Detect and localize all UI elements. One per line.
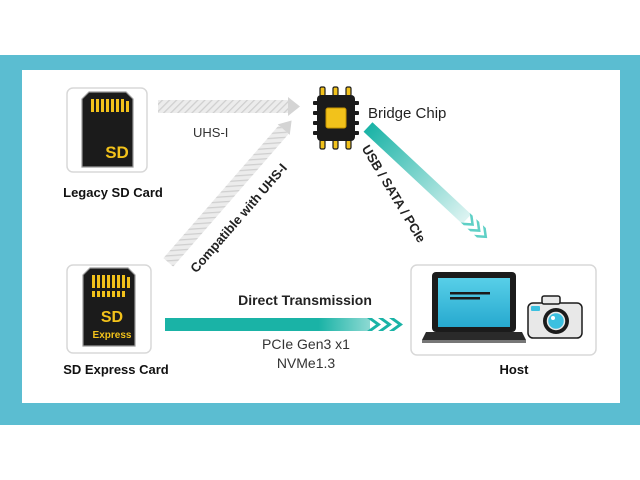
laptop-icon <box>422 272 526 343</box>
bridge-chip-icon <box>313 86 359 150</box>
direct-transmission-arrow <box>165 318 403 331</box>
legacy-card-sd-text: SD <box>105 143 129 162</box>
sd-express-card-icon: SD Express <box>82 267 136 347</box>
legacy-sd-card-node: SD <box>66 87 148 173</box>
host-node <box>410 264 597 356</box>
pcie-gen3-label: PCIe Gen3 x1 <box>262 336 350 352</box>
legacy-sd-card-icon: SD <box>81 91 134 168</box>
express-card-sd-text: SD <box>101 309 123 326</box>
nvme-label: NVMe1.3 <box>277 355 336 371</box>
legacy-sd-card-label: Legacy SD Card <box>63 185 163 200</box>
sd-express-card-label: SD Express Card <box>63 362 169 377</box>
uhs-i-arrow <box>158 97 300 116</box>
usb-sata-pcie-arrow <box>363 122 488 239</box>
sd-express-card-node: SD Express <box>66 264 152 354</box>
direct-transmission-label: Direct Transmission <box>238 292 372 308</box>
bridge-chip-label: Bridge Chip <box>368 105 446 122</box>
compatible-uhs-i-arrow <box>163 120 292 267</box>
express-card-express-text: Express <box>93 330 132 341</box>
camera-icon <box>527 295 583 339</box>
host-label: Host <box>500 362 530 377</box>
uhs-i-label: UHS-I <box>193 125 228 140</box>
